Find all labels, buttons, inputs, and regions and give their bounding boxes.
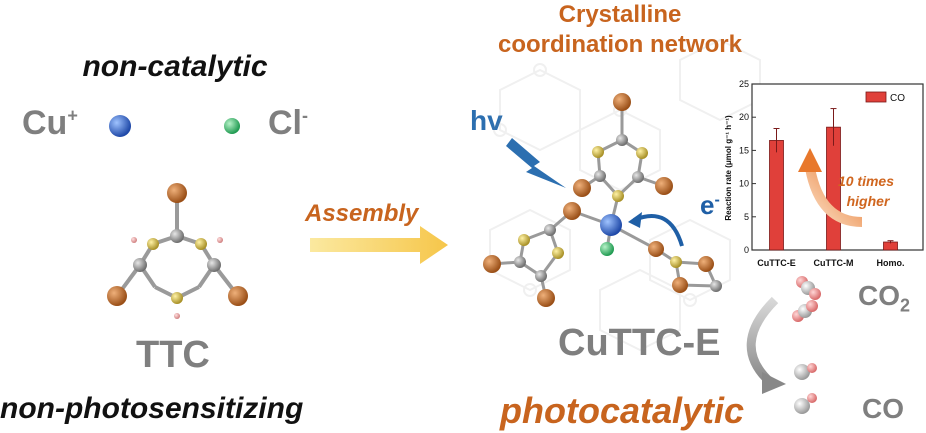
cu-atom-icon (109, 115, 131, 137)
y-tick-label: 10 (739, 179, 749, 189)
assembly-arrow-icon (310, 226, 448, 264)
increase-arrowhead-icon (798, 148, 822, 172)
light-label: hv (470, 105, 503, 136)
non-catalytic-label: non-catalytic (82, 50, 268, 83)
x-axis-labels: CuTTC-E CuTTC-M Homo. (757, 258, 904, 268)
crystalline-title: Crystalline coordination network (440, 0, 800, 60)
cu-ion-label: Cu+ (22, 104, 78, 142)
lightning-icon (506, 138, 566, 188)
legend-label: CO (890, 93, 905, 104)
y-axis-label: Reaction rate (μmol g⁻¹ h⁻¹) (724, 115, 733, 221)
cuttc-e-structure (483, 93, 722, 307)
x-tick-label: Homo. (877, 258, 905, 268)
increase-arrow-icon (805, 167, 863, 227)
y-tick-label: 5 (744, 212, 749, 222)
electron-arrowhead-icon (628, 212, 642, 228)
title-line-2: coordination network (497, 31, 742, 58)
bar (769, 140, 784, 251)
cl-ion-label: Cl- (268, 104, 308, 142)
cl-atom-icon (224, 118, 240, 134)
ttc-molecule (107, 183, 248, 319)
annotation-line-1: 10 times (838, 173, 894, 189)
y-axis: 0 5 10 15 20 25 (739, 79, 756, 255)
reaction-arrowhead-icon (762, 372, 786, 394)
electron-label: e- (700, 190, 720, 220)
assembly-label: Assembly (305, 200, 419, 227)
ttc-label: TTC (136, 334, 210, 376)
network-background (489, 38, 767, 352)
legend: CO (865, 91, 905, 104)
reaction-arrow-icon (746, 296, 779, 386)
annotation-line-2: higher (847, 193, 891, 209)
co-label: CO (862, 393, 904, 424)
co2-molecules-icon (792, 276, 821, 322)
y-tick-label: 20 (739, 112, 749, 122)
y-tick-label: 15 (739, 145, 749, 155)
photocatalytic-label: photocatalytic (500, 390, 745, 431)
co2-label: CO2 (858, 280, 911, 316)
co-molecules-icon (794, 363, 817, 414)
legend-swatch (865, 91, 887, 103)
cuttc-e-label: CuTTC-E (558, 322, 721, 364)
x-tick-label: CuTTC-M (814, 258, 854, 268)
y-tick-label: 0 (744, 245, 749, 255)
bar-chart: 0 5 10 15 20 25 CuTTC-E CuTTC-M Homo. Reaction … (724, 79, 924, 268)
non-photosensitizing-label: non-photosensitizing (0, 392, 304, 425)
y-tick-label: 25 (739, 79, 749, 89)
title-line-1: Crystalline (558, 1, 682, 28)
x-tick-label: CuTTC-E (757, 258, 796, 268)
